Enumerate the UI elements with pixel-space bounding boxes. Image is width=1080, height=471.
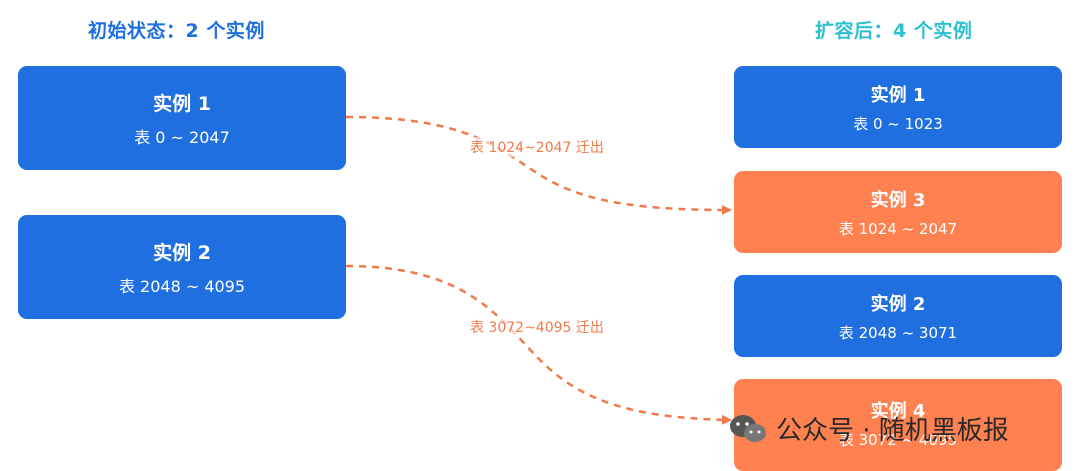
instance-title: 实例 2 — [153, 241, 211, 264]
instance-range: 表 1024 ~ 2047 — [838, 219, 958, 238]
instance-title: 实例 4 — [870, 401, 926, 422]
instance-range: 表 3072 ~ 4095 — [838, 431, 958, 449]
expanded-instance-1: 实例 1 表 0 ~ 1023 — [734, 66, 1062, 148]
migration-arrow-2 — [345, 264, 732, 425]
watermark: 公众号 · 随机黑板报 — [728, 410, 1009, 447]
expanded-state-heading: 扩容后：4 个实例 — [815, 20, 973, 42]
initial-state-heading: 初始状态：2 个实例 — [88, 20, 265, 42]
instance-range: 表 2048 ~ 4095 — [118, 276, 246, 296]
expanded-instance-3: 实例 3 表 1024 ~ 2047 — [734, 171, 1062, 253]
initial-instance-2: 实例 2 表 2048 ~ 4095 — [18, 215, 346, 319]
instance-range: 表 2048 ~ 3071 — [838, 323, 958, 342]
instance-title: 实例 1 — [870, 84, 926, 106]
watermark-text: 公众号 · 随机黑板报 — [776, 416, 1009, 446]
migration-label-1: 表 1024~2047 迁出 — [468, 137, 606, 157]
instance-range: 表 0 ~ 2047 — [134, 127, 230, 147]
initial-instance-1: 实例 1 表 0 ~ 2047 — [18, 66, 346, 170]
wechat-icon — [730, 414, 766, 442]
instance-range: 表 0 ~ 1023 — [853, 114, 943, 133]
expanded-instance-4: 实例 4 表 3072 ~ 4095 — [734, 379, 1062, 471]
migration-label-2: 表 3072~4095 迁出 — [468, 317, 606, 337]
instance-title: 实例 1 — [153, 92, 211, 115]
instance-title: 实例 2 — [870, 293, 926, 315]
instance-title: 实例 3 — [870, 189, 926, 211]
migration-arrow-1 — [345, 115, 732, 215]
expanded-instance-2: 实例 2 表 2048 ~ 3071 — [734, 275, 1062, 357]
